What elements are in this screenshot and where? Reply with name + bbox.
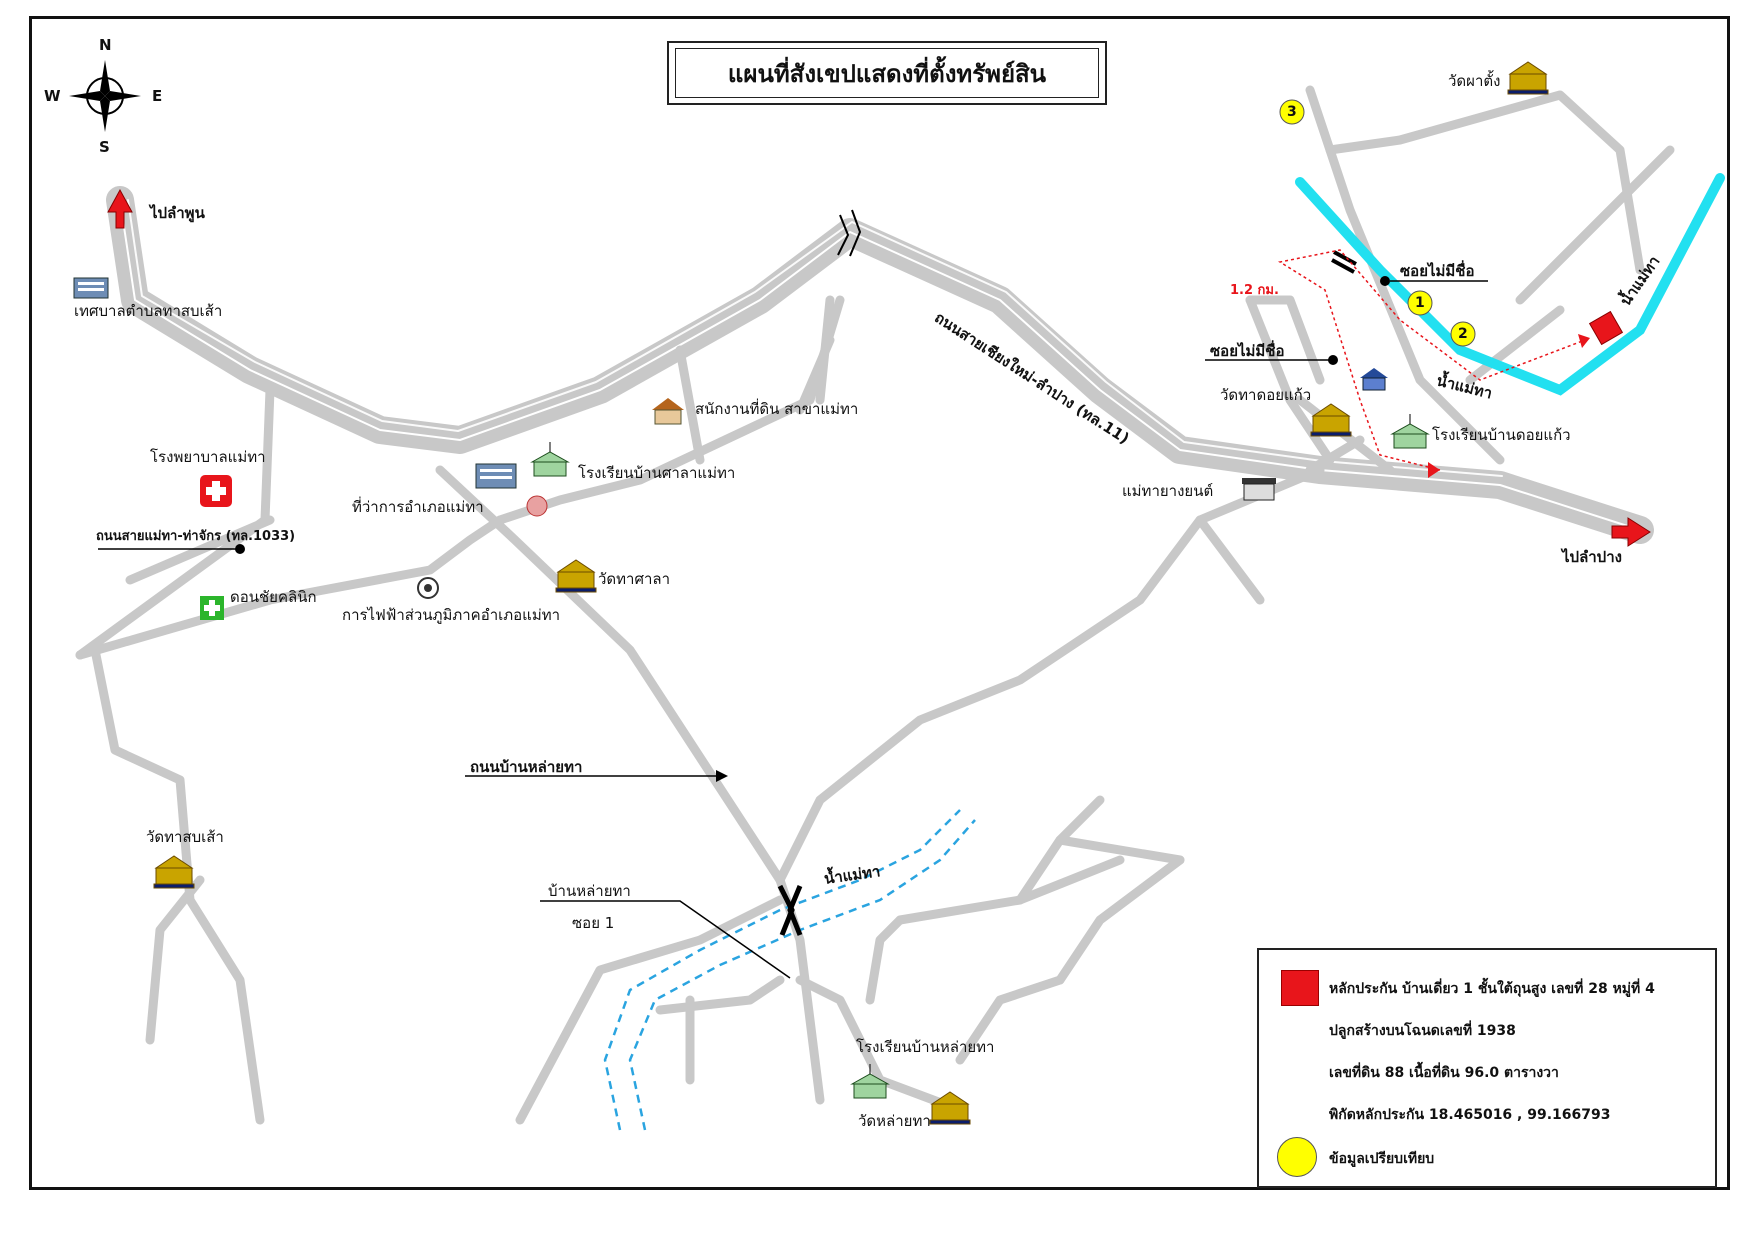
label-to-lamphun: ไปลำพูน (150, 204, 205, 222)
school-icon (530, 414, 1430, 1099)
shop-icon (1242, 478, 1276, 501)
compass-west: W (44, 87, 61, 105)
leader-arrow (716, 770, 728, 782)
arrow-to-lampang (1611, 517, 1651, 547)
route-to-collateral (1277, 249, 1586, 471)
office-building-icon (73, 277, 109, 299)
label-land-office: สนักงานที่ดิน สาขาแม่ทา (695, 400, 859, 418)
road-1033-dot (235, 544, 245, 554)
soi-dot-1 (1328, 355, 1338, 365)
bridge-lai-tha (777, 884, 803, 936)
arrow-to-lamphun (107, 188, 133, 229)
map-frame (29, 16, 1730, 1190)
label-clinic: ดอนชัยคลินิก (230, 588, 317, 606)
label-to-lampang: ไปลำปาง (1562, 548, 1622, 566)
compass-south: S (99, 138, 110, 156)
comparable-2-label: 2 (1458, 326, 1468, 342)
pea-icon (417, 577, 439, 599)
legend-line-1: หลักประกัน บ้านเดี่ยว 1 ชั้นใต้ถุนสูง เล… (1329, 981, 1655, 997)
label-soi-unnamed-1: ซอยไม่มีชื่อ (1210, 342, 1285, 360)
map-title: แผนที่สังเขปแสดงที่ตั้งทรัพย์สิน (675, 48, 1099, 98)
label-mae-tha-motor: แม่ทายางยนต์ (1122, 482, 1214, 500)
map-title-box: แผนที่สังเขปแสดงที่ตั้งทรัพย์สิน (667, 41, 1107, 105)
label-soi-1: ซอย 1 (572, 914, 615, 932)
legend-line-3: เลขที่ดิน 88 เนื้อที่ดิน 96.0 ตารางวา (1329, 1065, 1559, 1081)
green-cross-icon (200, 596, 224, 620)
label-soi-unnamed-2: ซอยไม่มีชื่อ (1400, 262, 1475, 280)
label-wat-tha-sop-sao: วัดทาสบเส้า (146, 828, 224, 846)
legend-collateral-swatch (1281, 970, 1319, 1006)
collateral-marker (1588, 310, 1624, 346)
label-district-office: ที่ว่าการอำเภอแม่ทา (352, 498, 484, 516)
label-wat-doi-kaeo: วัดทาดอยแก้ว (1220, 386, 1312, 404)
comparable-1-label: 1 (1415, 295, 1425, 311)
legend-line-5: ข้อมูลเปรียบเทียบ (1329, 1151, 1435, 1167)
house-icon (652, 398, 684, 425)
comparable-3-label: 3 (1287, 104, 1297, 120)
legend-box: หลักประกัน บ้านเดี่ยว 1 ชั้นใต้ถุนสูง เล… (1257, 948, 1717, 1188)
compass-north: N (99, 36, 112, 54)
comparable-2 (1450, 321, 1476, 347)
label-school-lai-tha: โรงเรียนบ้านหล่ายทา (856, 1038, 995, 1056)
label-wat-lai-tha: วัดหล่ายทา (858, 1112, 931, 1130)
compass-rose (69, 60, 141, 132)
legend-line-4: พิกัดหลักประกัน 18.465016 , 99.166793 (1329, 1107, 1611, 1123)
bridge-north (1331, 250, 1357, 274)
leader-lines (98, 280, 1488, 979)
label-ban-lai-tha: บ้านหล่ายทา (548, 882, 631, 900)
label-distance: 1.2 กม. (1230, 283, 1279, 298)
local-roads (75, 85, 1675, 1125)
bridge-highway (837, 209, 862, 257)
office-building-icon (475, 463, 517, 489)
soi-dot-2 (1380, 276, 1390, 286)
road-network (75, 85, 1675, 1125)
legend-line-2: ปลูกสร้างบนโฉนดเลขที่ 1938 (1329, 1023, 1516, 1039)
main-highway-lanes (119, 199, 1641, 531)
label-municipality: เทศบาลตำบลทาสบเส้า (74, 302, 223, 320)
compass-east: E (152, 87, 163, 105)
route-arrow-head-2 (1578, 334, 1590, 348)
route-arrow-head (1428, 462, 1440, 478)
seal-icon (526, 495, 548, 517)
label-school-doi-kaeo: โรงเรียนบ้านดอยแก้ว (1432, 426, 1571, 444)
comparable-3 (1279, 99, 1305, 125)
temple-icon (153, 61, 1549, 1125)
label-wat-pha-tang: วัดผาตั้ง (1448, 72, 1501, 90)
river-north (1295, 173, 1725, 396)
comparable-1 (1407, 290, 1433, 316)
label-road-lai-tha: ถนนบ้านหล่ายทา (470, 758, 583, 776)
red-cross-icon (200, 475, 232, 507)
label-hospital: โรงพยาบาลแม่ทา (150, 448, 266, 466)
label-school-sala: โรงเรียนบ้านศาลาแม่ทา (578, 464, 736, 482)
legend-comparable-swatch (1277, 1137, 1317, 1177)
house-icon (1360, 368, 1388, 391)
label-road-1033: ถนนสายแม่ทา-ท่าจักร (ทล.1033) (96, 529, 296, 544)
label-wat-tha-sala: วัดทาศาลา (598, 570, 671, 588)
river-south (603, 809, 976, 1131)
label-pea-office: การไฟฟ้าส่วนภูมิภาคอำเภอแม่ทา (342, 606, 561, 624)
